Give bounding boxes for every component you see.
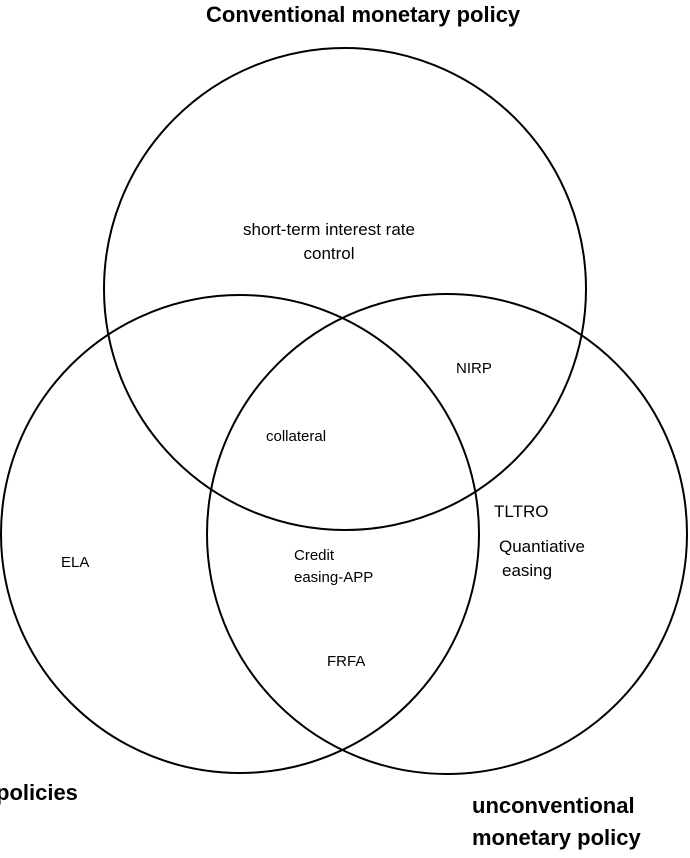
label-qe-line1: Quantiative — [499, 537, 585, 556]
label-short-term-rate: short-term interest rate control — [219, 218, 439, 266]
circle-other-policies — [0, 294, 480, 774]
label-tltro: TLTRO — [494, 502, 549, 521]
title-unconventional: unconventional monetary policy — [472, 790, 641, 854]
label-collateral: collateral — [266, 428, 327, 445]
label-short-term-rate-line1: short-term interest rate — [243, 220, 415, 239]
label-credit-easing-line2: easing-APP — [294, 569, 374, 586]
label-quantitative-easing: Quantiative easing — [499, 535, 585, 583]
title-other-policies: policies — [0, 780, 78, 805]
label-ela: ELA — [61, 554, 90, 571]
label-frfa: FRFA — [327, 653, 366, 670]
circle-conventional — [103, 47, 587, 531]
label-credit-easing-line1: Credit — [294, 547, 335, 564]
label-short-term-rate-line2: control — [303, 244, 355, 263]
circle-unconventional — [206, 293, 688, 775]
label-credit-easing: Credit easing-APP — [294, 545, 373, 589]
label-nirp: NIRP — [456, 360, 492, 377]
title-conventional: Conventional monetary policy — [206, 2, 521, 27]
title-unconventional-line2: monetary policy — [472, 825, 641, 850]
label-qe-line2: easing — [502, 561, 553, 580]
title-unconventional-line1: unconventional — [472, 793, 635, 818]
